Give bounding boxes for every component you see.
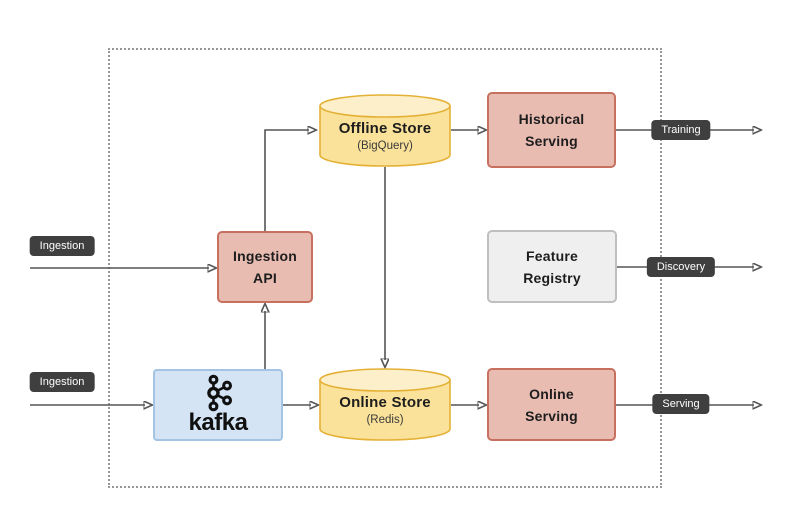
ingestion-badge-bottom: Ingestion [29,372,95,392]
node-ingestion-api: Ingestion API [217,231,313,303]
kafka-wordmark: kafka [188,409,248,436]
historical-serving-label-line2: Serving [525,133,578,149]
offline-store-title: Offline Store [338,119,432,137]
online-store-subtitle: (Redis) [366,413,404,426]
discovery-badge: Discovery [646,257,716,277]
historical-serving-label-line1: Historical [518,111,585,127]
node-kafka: kafka [153,369,283,441]
kafka-icon [207,374,233,412]
online-serving-label-line1: Online [529,385,574,402]
node-offline-store: Offline Store (BigQuery) [319,94,451,168]
arrow-api-to-offline-store [264,130,309,231]
ingestion-api-label-line2: API [253,270,277,286]
offline-store-subtitle: (BigQuery) [357,139,413,152]
node-online-store: Online Store (Redis) [319,368,451,442]
node-historical-serving: Historical Serving [487,92,616,168]
online-store-title: Online Store [339,393,431,411]
ingestion-api-label-line1: Ingestion [232,248,298,264]
online-serving-label-line2: Serving [525,407,578,424]
feature-registry-label-line2: Registry [523,269,581,286]
online-store-cylinder-shape [319,368,451,441]
feature-registry-label-line1: Feature [526,247,578,264]
offline-store-cylinder-shape [319,94,451,167]
node-online-serving: Online Serving [487,368,616,441]
serving-badge: Serving [652,394,710,414]
training-badge: Training [651,120,711,140]
node-feature-registry: Feature Registry [487,230,617,303]
ingestion-badge-top: Ingestion [29,236,95,256]
